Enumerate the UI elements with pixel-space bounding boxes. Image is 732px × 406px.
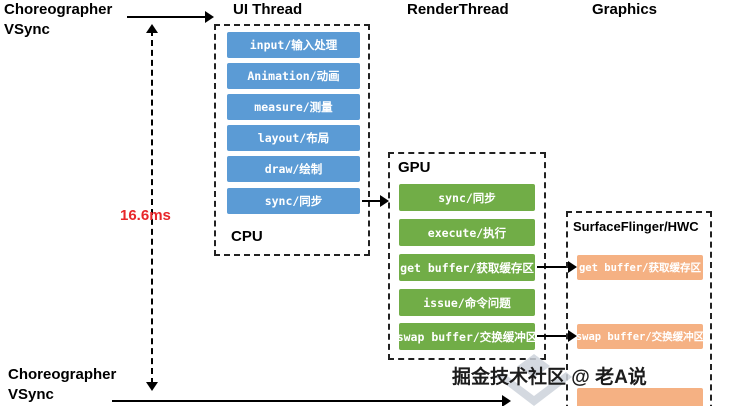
vsync-bottom-label-line1: Choreographer bbox=[8, 366, 117, 383]
arrow-down-icon bbox=[146, 382, 158, 391]
cpu-step-input: input/输入处理 bbox=[227, 32, 360, 58]
gpu-step-execute: execute/执行 bbox=[399, 219, 535, 246]
arrow-right-icon bbox=[205, 11, 214, 23]
cpu-step-measure: measure/测量 bbox=[227, 94, 360, 120]
juejin-logo-icon bbox=[496, 354, 572, 406]
cpu-step-animation: Animation/动画 bbox=[227, 63, 360, 89]
vsync-top-label-line2: VSync bbox=[4, 21, 50, 38]
watermark-text: 掘金技术社区 @ 老A说 bbox=[452, 367, 647, 388]
gpu-to-sf-swapbuffer-arrow-line bbox=[537, 335, 570, 337]
arrow-right-icon bbox=[502, 395, 511, 406]
arrow-right-icon bbox=[380, 195, 389, 207]
arrow-right-icon bbox=[568, 330, 577, 342]
gpu-step-sync: sync/同步 bbox=[399, 184, 535, 211]
gpu-step-get-buffer: get buffer/获取缓存区 bbox=[399, 254, 535, 281]
sf-step-get-buffer: get buffer/获取缓存区 bbox=[577, 255, 703, 280]
gpu-step-swap-buffer: swap buffer/交换缓冲区 bbox=[397, 323, 537, 350]
cpu-step-layout: layout/布局 bbox=[227, 125, 360, 151]
arrow-up-icon bbox=[146, 24, 158, 33]
gpu-step-issue: issue/命令问题 bbox=[399, 289, 535, 316]
sf-step-swap-buffer: swap buffer/交换缓冲区 bbox=[576, 324, 704, 349]
gpu-group-box bbox=[388, 152, 546, 360]
frame-interval-label: 16.6ms bbox=[120, 207, 171, 224]
column-header-render-thread: RenderThread bbox=[407, 1, 509, 18]
vsync-top-label-line1: Choreographer bbox=[4, 1, 113, 18]
cpu-to-gpu-arrow-line bbox=[362, 200, 382, 202]
cpu-step-sync: sync/同步 bbox=[227, 188, 360, 214]
sf-step-partial bbox=[577, 388, 703, 406]
cpu-group-label: CPU bbox=[231, 228, 263, 245]
gpu-group-label: GPU bbox=[398, 159, 431, 176]
vsync-bottom-label-line2: VSync bbox=[8, 386, 54, 403]
surfaceflinger-group-box bbox=[566, 211, 712, 406]
column-header-graphics: Graphics bbox=[592, 1, 658, 18]
vsync-interval-dashed-line bbox=[151, 30, 153, 384]
cpu-group-box bbox=[214, 24, 370, 256]
vsync-bottom-arrow-line bbox=[112, 400, 504, 402]
vsync-top-arrow-line bbox=[127, 16, 209, 18]
surfaceflinger-group-label: SurfaceFlinger/HWC bbox=[573, 219, 699, 234]
arrow-right-icon bbox=[568, 261, 577, 273]
column-header-ui-thread: UI Thread bbox=[233, 1, 303, 18]
cpu-step-draw: draw/绘制 bbox=[227, 156, 360, 182]
gpu-to-sf-getbuffer-arrow-line bbox=[537, 266, 570, 268]
